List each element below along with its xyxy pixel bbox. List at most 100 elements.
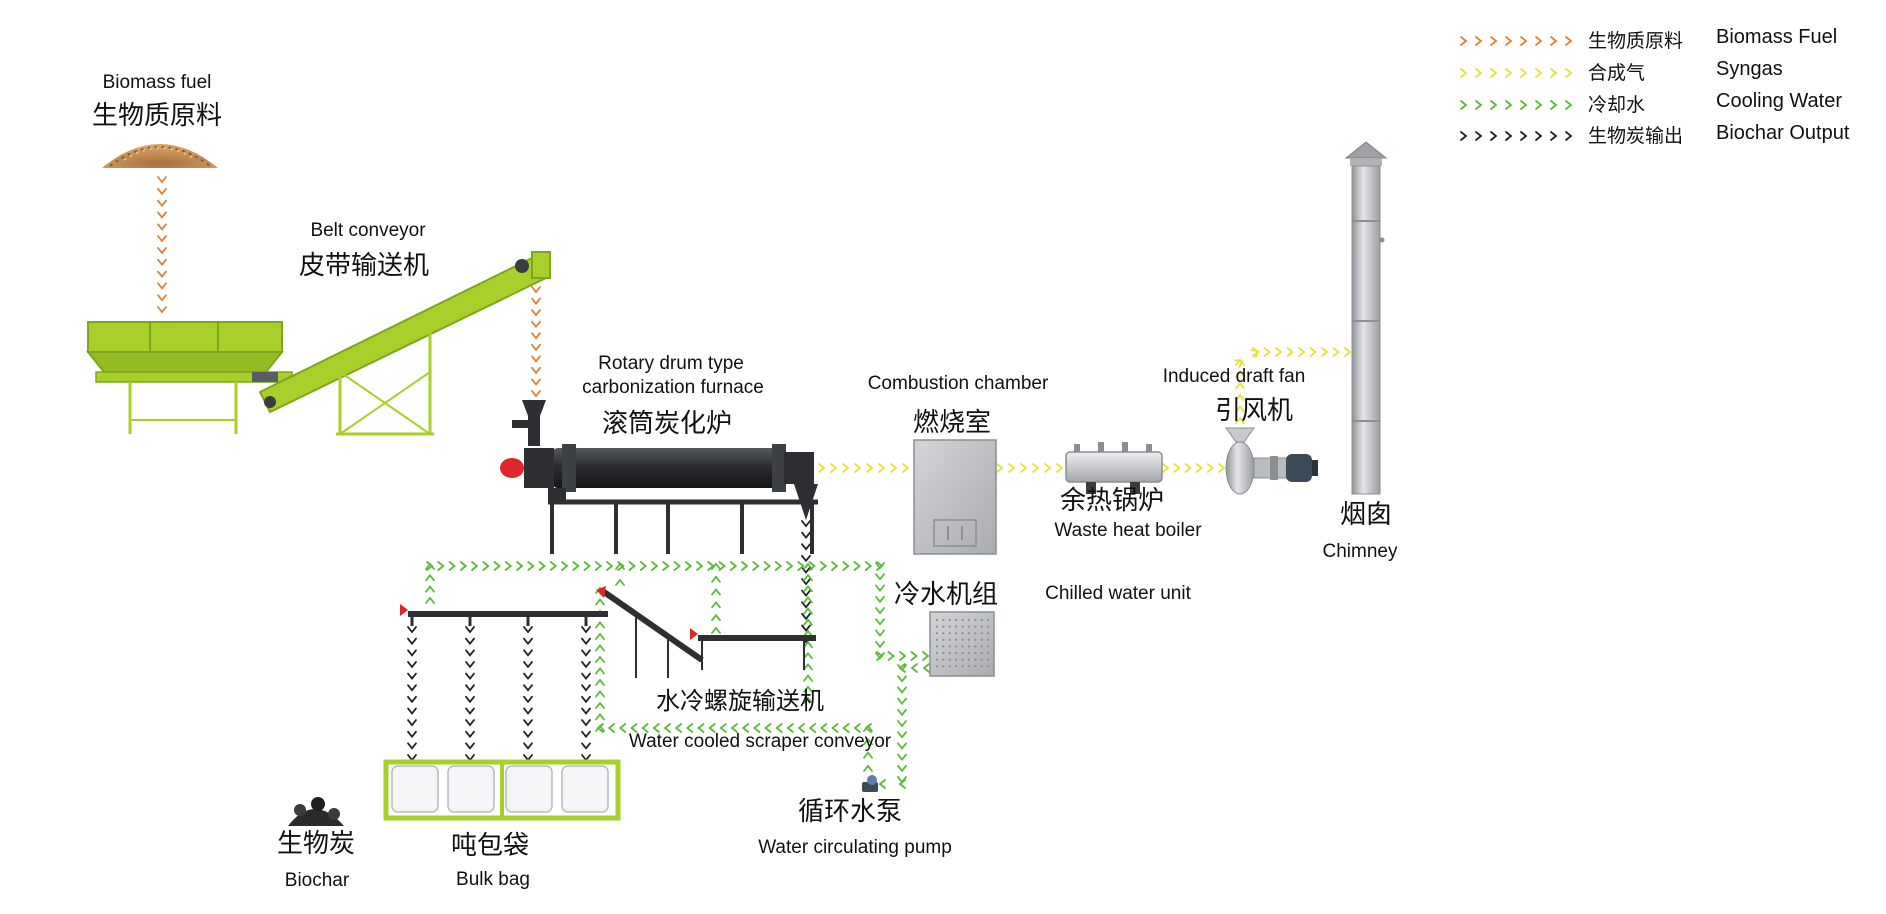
grill-hole [935, 645, 939, 648]
biomass-flow-arrow [531, 378, 541, 386]
biomass-flow-arrow [157, 247, 167, 255]
biochar-flow-arrow [407, 684, 417, 692]
syngas-flow-arrow [1235, 393, 1245, 401]
combustion-chamber-label-en: Combustion chamber [868, 373, 1049, 394]
cooling-water-flow-arrow [897, 753, 907, 762]
flow-arrows [157, 176, 1352, 789]
legend-biomass-en: Biomass Fuel [1716, 26, 1837, 48]
biochar-flow-arrow [523, 754, 533, 762]
cooling-water-flow-arrow [803, 685, 813, 693]
cooling-water-flow-arrow [684, 561, 693, 571]
cooling-water-flow-arrow [615, 562, 625, 570]
grill-hole [955, 638, 958, 641]
chimney-label-cn: 烟囱 [1340, 500, 1392, 530]
legend-chevron [1490, 100, 1498, 110]
syngas-flow-arrow [1235, 370, 1245, 378]
cooling-water-flow-arrow [425, 596, 435, 604]
biochar-flow-arrow [465, 730, 475, 739]
grill-hole [987, 625, 990, 628]
chilled-water-unit [929, 611, 995, 677]
cooling-water-flow-arrow [897, 720, 907, 728]
cooling-water-flow-arrow [493, 561, 501, 571]
grill-hole [942, 625, 945, 628]
grill-hole [967, 665, 971, 668]
cooling-water-flow-arrow [595, 621, 605, 629]
grill-hole [948, 632, 951, 635]
grill-hole [980, 618, 983, 622]
legend: 生物质原料 Biomass Fuel 合成气 Syngas 冷却水 Coolin… [1460, 26, 1850, 147]
rotary-drum-furnace [500, 400, 818, 554]
syngas-flow-arrow [1332, 347, 1340, 357]
grill-hole [942, 651, 945, 655]
scraper-conveyor-label-en: Water cooled scraper conveyor [629, 731, 892, 752]
cooling-water-flow-arrow [482, 561, 490, 571]
grill-hole [980, 658, 983, 661]
biochar-flow-arrow [523, 672, 533, 680]
biomass-flow-arrow [157, 199, 167, 208]
biomass-flow-arrow [157, 223, 167, 231]
biochar-flow-arrow [407, 661, 417, 669]
grill-hole [942, 645, 945, 648]
bulk-bag [391, 765, 439, 813]
cooling-water-flow-arrow [898, 779, 906, 789]
grill-hole [974, 632, 977, 635]
cooling-water-flow-arrow [719, 723, 727, 733]
syngas-flow-arrow [1195, 463, 1204, 473]
cooling-water-flow-arrow [803, 663, 813, 671]
cooling-water-flow-arrow [808, 723, 817, 733]
biomass-flow-arrow [157, 258, 167, 267]
grill-hole [967, 618, 971, 622]
cooling-water-flow-arrow [595, 667, 605, 675]
cooling-water-flow-arrow [875, 584, 885, 592]
cooling-water-flow-arrow [549, 561, 558, 571]
grill-hole [955, 632, 958, 635]
syngas-flow-arrow [1234, 359, 1243, 368]
biochar-flow-arrow [801, 543, 811, 551]
legend-chevron [1550, 131, 1558, 141]
biomass-fuel-label-cn: 生物质原料 [92, 101, 222, 131]
syngas-flow-arrow [1235, 405, 1245, 413]
cooling-water-flow-arrow [711, 600, 721, 609]
cooling-water-flow-arrow [673, 561, 681, 571]
legend-chevron [1490, 131, 1498, 141]
bulk-bags [391, 765, 609, 813]
syngas-flow-arrow [1235, 381, 1245, 390]
legend-chevron [1520, 36, 1528, 46]
legend-item-biomass: 生物质原料 Biomass Fuel [1460, 26, 1837, 52]
cooling-water-flow-arrow [628, 561, 636, 571]
biomass-flow-arrow [157, 294, 167, 302]
cooling-water-flow-arrow [641, 723, 649, 733]
cooling-water-flow-arrow [595, 713, 605, 721]
cooling-water-flow-arrow [897, 708, 907, 717]
legend-item-biochar-output: 生物炭输出 Biochar Output [1460, 122, 1850, 147]
grill-hole [980, 651, 983, 655]
grill-hole [948, 618, 951, 622]
cooling-water-flow-arrow [797, 723, 805, 733]
legend-chevron [1475, 100, 1483, 110]
cooling-water-flow-arrow [729, 561, 738, 571]
chimney-label-en: Chimney [1323, 541, 1398, 562]
cooling-water-flow-arrow [711, 575, 721, 583]
grill-hole [987, 651, 990, 655]
biochar-flow-arrow [581, 742, 591, 750]
legend-chevron [1475, 131, 1483, 141]
biomass-flow-arrow [531, 343, 541, 352]
legend-chevron [1565, 68, 1573, 78]
cooling-water-flow-arrow [831, 723, 839, 733]
grill-hole [961, 638, 964, 641]
cooling-water-flow-arrow [819, 723, 828, 733]
legend-chevron [1520, 100, 1528, 110]
grill-hole [961, 632, 964, 635]
syngas-flow-arrow [1173, 463, 1181, 473]
grill-hole [974, 665, 977, 668]
grill-hole [961, 651, 964, 655]
biochar-flow-arrow [407, 672, 417, 680]
grill-hole [987, 618, 990, 622]
syngas-flow-arrow [1032, 463, 1040, 473]
cooling-water-flow-arrow [572, 561, 580, 571]
cooling-water-flow-arrow [448, 561, 456, 571]
grill-hole [967, 658, 971, 661]
syngas-flow-arrow [866, 463, 874, 473]
cooling-water-flow-arrow [875, 640, 885, 649]
legend-chevron [1535, 100, 1543, 110]
